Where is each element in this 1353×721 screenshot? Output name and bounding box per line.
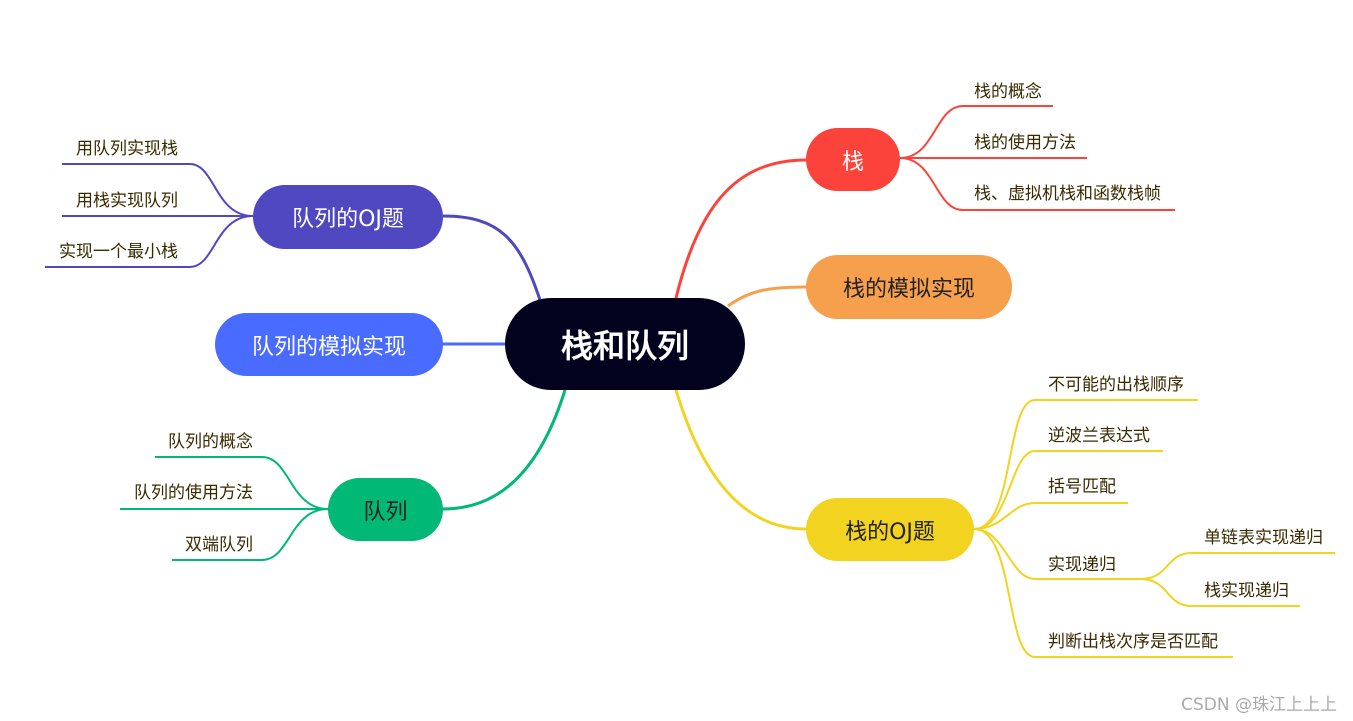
topic-stack-simulation[interactable]: 栈的模拟实现 (806, 255, 1012, 319)
leaf-topic[interactable]: 队列的概念 (168, 432, 253, 452)
leaf-topic[interactable]: 判断出栈次序是否匹配 (1048, 632, 1218, 652)
edge-leaf (1139, 578, 1300, 607)
leaf-subtopic[interactable]: 单链表实现递归 (1204, 528, 1323, 548)
leaf-topic[interactable]: 用队列实现栈 (76, 139, 178, 159)
edge-queue (442, 389, 567, 511)
topic-stack-oj[interactable]: 栈的OJ题 (806, 498, 974, 561)
leaf-topic[interactable]: 不可能的出栈顺序 (1048, 375, 1184, 395)
edge-leaf (973, 450, 1163, 530)
edge-leaf (155, 456, 329, 510)
edge-stack (674, 158, 807, 299)
leaf-topic[interactable]: 实现一个最小栈 (59, 242, 178, 262)
leaf-subtopic[interactable]: 栈实现递归 (1204, 581, 1289, 601)
edge-leaf (973, 502, 1128, 530)
leaf-topic[interactable]: 逆波兰表达式 (1048, 426, 1150, 446)
edge-leaf (899, 157, 1175, 211)
edge-leaf (973, 528, 1233, 658)
watermark: CSDN @珠江上上上 (1181, 695, 1337, 715)
topic-queue[interactable]: 队列 (328, 478, 443, 541)
topic-queue-oj[interactable]: 队列的OJ题 (253, 185, 443, 249)
leaf-topic[interactable]: 用栈实现队列 (76, 191, 178, 211)
leaf-topic[interactable]: 栈、虚拟机栈和函数栈帧 (974, 184, 1161, 204)
edge-leaf (899, 105, 1053, 159)
topic-queue-simulation[interactable]: 队列的模拟实现 (215, 313, 443, 376)
edge-queue-oj (442, 214, 542, 301)
central-topic[interactable]: 栈和队列 (505, 298, 745, 390)
edge-leaf (1139, 552, 1335, 580)
leaf-topic[interactable]: 双端队列 (185, 535, 253, 555)
edge-leaf (973, 399, 1198, 530)
edge-stack-sim (727, 285, 807, 308)
edge-leaf (62, 163, 254, 217)
leaf-topic[interactable]: 栈的使用方法 (974, 133, 1076, 153)
topic-stack[interactable]: 栈 (806, 128, 900, 191)
leaf-topic[interactable]: 实现递归 (1048, 555, 1116, 575)
leaf-topic[interactable]: 队列的使用方法 (134, 483, 253, 503)
edge-leaf (45, 215, 254, 268)
edge-stack-oj (674, 389, 807, 531)
leaf-topic[interactable]: 括号匹配 (1048, 477, 1116, 497)
leaf-topic[interactable]: 栈的概念 (974, 82, 1042, 102)
edge-leaf (172, 508, 329, 561)
